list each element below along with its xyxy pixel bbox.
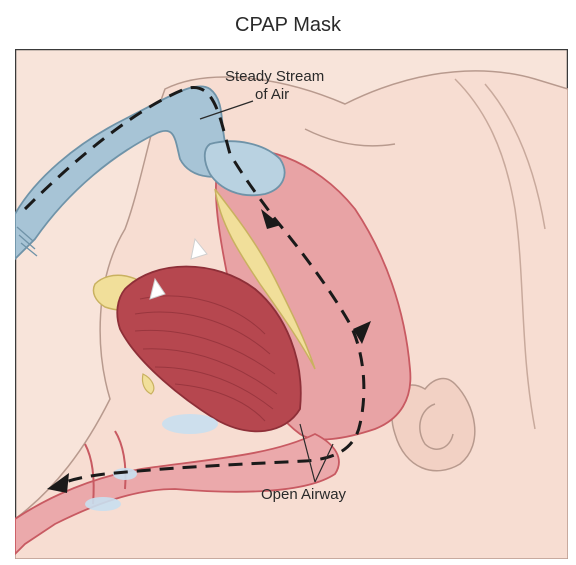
anatomy-illustration: Steady Stream of Air Open Airway	[15, 49, 568, 559]
label-open-airway: Open Airway	[261, 486, 347, 503]
label-of-air: of Air	[255, 86, 289, 103]
diagram-title: CPAP Mask	[0, 14, 576, 37]
label-steady-stream: Steady Stream	[225, 68, 324, 85]
